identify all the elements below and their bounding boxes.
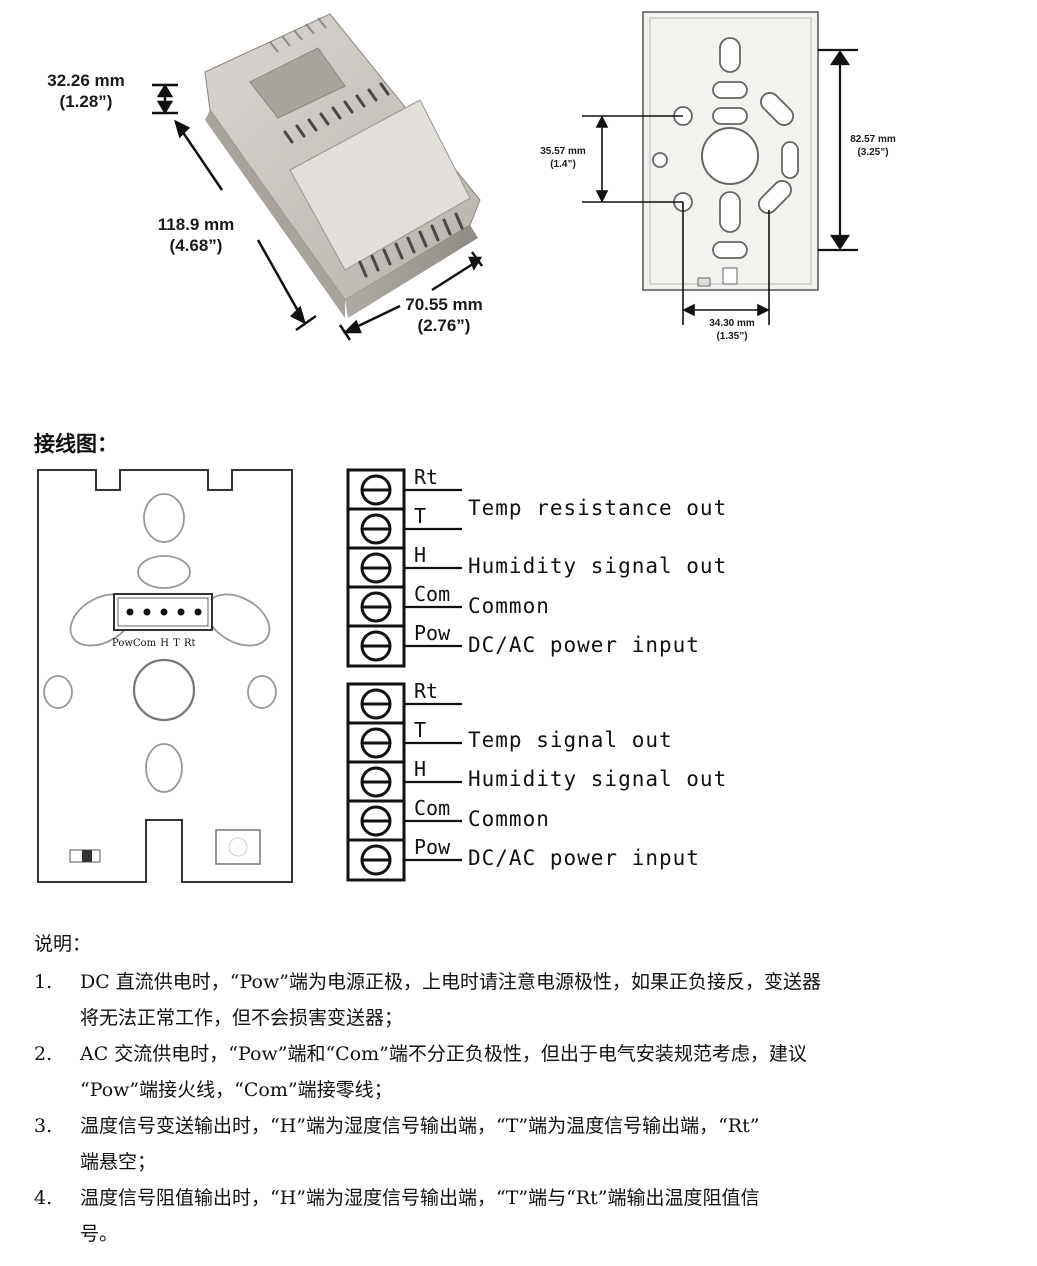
note-text-line: 温度信号变送输出时，“H”端为湿度信号输出端，“T”端为温度信号输出端，“Rt”: [80, 1115, 760, 1137]
tb1-tag-pow: Pow: [414, 621, 451, 645]
note-item-4: 4. 温度信号阻值输出时，“H”端为湿度信号输出端，“T”端与“Rt”端输出温度…: [34, 1180, 1024, 1252]
housing-side-face: [345, 225, 478, 318]
note-number: 1.: [34, 971, 53, 993]
height-dimension-label: 32.26 mm (1.28”): [47, 71, 125, 112]
note-number: 4.: [34, 1187, 53, 1209]
tb2-desc-t: Temp signal out: [468, 728, 673, 752]
pcb-pin-labels: PowCom H T Rt: [112, 638, 196, 649]
tb1-desc-com: Common: [468, 594, 550, 618]
note-text-line: 端悬空；: [80, 1151, 157, 1173]
note-item-3: 3. 温度信号变送输出时，“H”端为湿度信号输出端，“T”端为温度信号输出端，“…: [34, 1108, 1024, 1180]
note-item-2: 2. AC 交流供电时，“Pow”端和“Com”端不分正负极性，但出于电气安装规…: [34, 1036, 1024, 1108]
tb2-desc-com: Common: [468, 807, 550, 831]
pcb-board-drawing: [37, 469, 293, 883]
tb1-tag-t: T: [414, 504, 427, 528]
width-dimension-label: 70.55 mm (2.76”): [405, 295, 483, 336]
hole-vertical-label: 35.57 mm (1.4”): [540, 146, 586, 170]
note-number: 3.: [34, 1115, 53, 1137]
note-text-line: 温度信号阻值输出时，“H”端为湿度信号输出端，“T”端与“Rt”端输出温度阻值信: [80, 1187, 760, 1209]
note-text-line: 号。: [80, 1223, 119, 1245]
tb2-tag-com: Com: [414, 796, 451, 820]
hole-horizontal-label: 34.30 mm (1.35”): [709, 318, 755, 342]
height-dimension-arrow: [152, 83, 178, 115]
tb1-desc-pow: DC/AC power input: [468, 633, 700, 657]
base-plate-drawing: [582, 11, 858, 325]
tb2-desc-h: Humidity signal out: [468, 767, 728, 791]
tb1-tag-h: H: [414, 543, 427, 567]
note-text-line: DC 直流供电时，“Pow”端为电源正极，上电时请注意电源极性，如果正负接反，变…: [80, 971, 821, 993]
note-text-line: 将无法正常工作，但不会损害变送器；: [80, 1007, 404, 1029]
notes-heading: 说明：: [34, 933, 92, 955]
note-text-line: “Pow”端接火线，“Com”端接零线；: [80, 1079, 393, 1101]
tb2-tag-t: T: [414, 718, 427, 742]
housing-drawing: [152, 13, 484, 341]
tb2-tag-h: H: [414, 757, 427, 781]
terminal-block-2: [346, 682, 462, 882]
tb2-desc-pow: DC/AC power input: [468, 846, 700, 870]
tb1-desc-h: Humidity signal out: [468, 554, 728, 578]
housing-front-face: [205, 110, 345, 318]
notes-section: 说明： 1. DC 直流供电时，“Pow”端为电源正极，上电时请注意电源极性，如…: [0, 926, 1037, 1256]
width-dimension-arrow: [338, 251, 484, 341]
tb1-desc-t: Temp resistance out: [468, 496, 728, 520]
base-height-label: 82.57 mm (3.25”): [850, 134, 896, 158]
tb2-tag-pow: Pow: [414, 835, 451, 859]
wiring-title: 接线图：: [34, 432, 118, 456]
terminal-block-1: [346, 468, 462, 668]
tb1-tag-com: Com: [414, 582, 451, 606]
note-number: 2.: [34, 1043, 53, 1065]
note-text-line: AC 交流供电时，“Pow”端和“Com”端不分正负极性，但出于电气安装规范考虑…: [80, 1043, 807, 1065]
note-item-1: 1. DC 直流供电时，“Pow”端为电源正极，上电时请注意电源极性，如果正负接…: [34, 964, 1024, 1036]
tb1-tag-rt: Rt: [414, 465, 439, 489]
length-dimension-arrow: [174, 119, 317, 332]
tb2-tag-rt: Rt: [414, 679, 439, 703]
length-dimension-label: 118.9 mm (4.68”): [157, 215, 235, 256]
